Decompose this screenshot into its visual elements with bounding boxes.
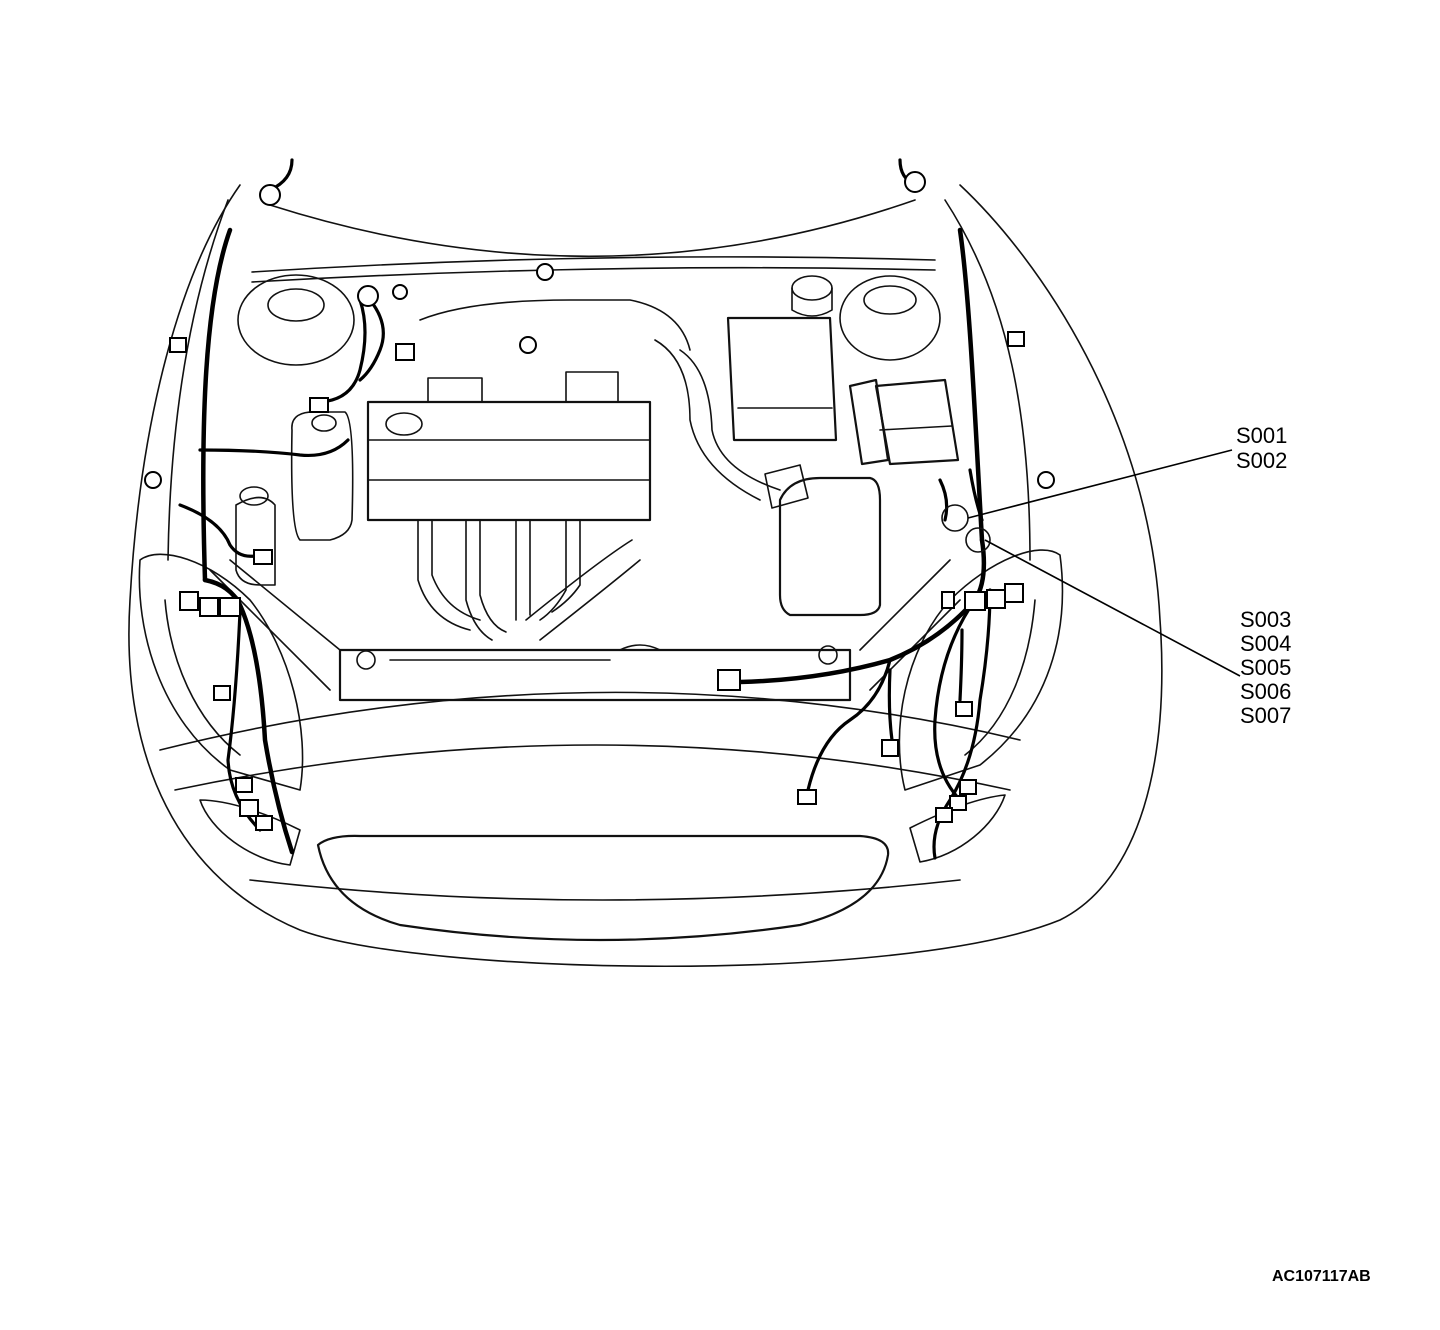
intake-manifold — [417, 519, 641, 641]
grille-opening — [316, 834, 890, 942]
callout-leader-lines — [967, 449, 1241, 677]
callout-s005: S005 — [1240, 655, 1292, 680]
left-headlamp — [138, 553, 304, 866]
right-wiring-harness — [737, 158, 992, 860]
ground-points — [144, 171, 1055, 553]
callout-s002: S002 — [1236, 448, 1288, 473]
air-intake-duct — [654, 339, 809, 509]
car-body-outline — [128, 184, 1163, 968]
cowl-panel — [251, 256, 936, 283]
right-strut-tower — [839, 275, 941, 361]
harness-connectors — [169, 331, 1025, 831]
callout-s004: S004 — [1240, 631, 1292, 656]
callout-s007: S007 — [1240, 703, 1292, 728]
callout-s003: S003 — [1240, 607, 1292, 632]
callout-s001: S001 — [1236, 423, 1288, 448]
relay-box — [848, 378, 960, 466]
radiator-support — [338, 644, 852, 702]
left-strut-tower — [237, 274, 355, 366]
callout-s006: S006 — [1240, 679, 1292, 704]
figure-reference-id: AC107117AB — [1272, 1268, 1371, 1285]
air-cleaner-box — [778, 476, 882, 617]
battery — [726, 275, 838, 442]
engine-block — [366, 299, 691, 522]
right-headlamp — [898, 549, 1064, 863]
